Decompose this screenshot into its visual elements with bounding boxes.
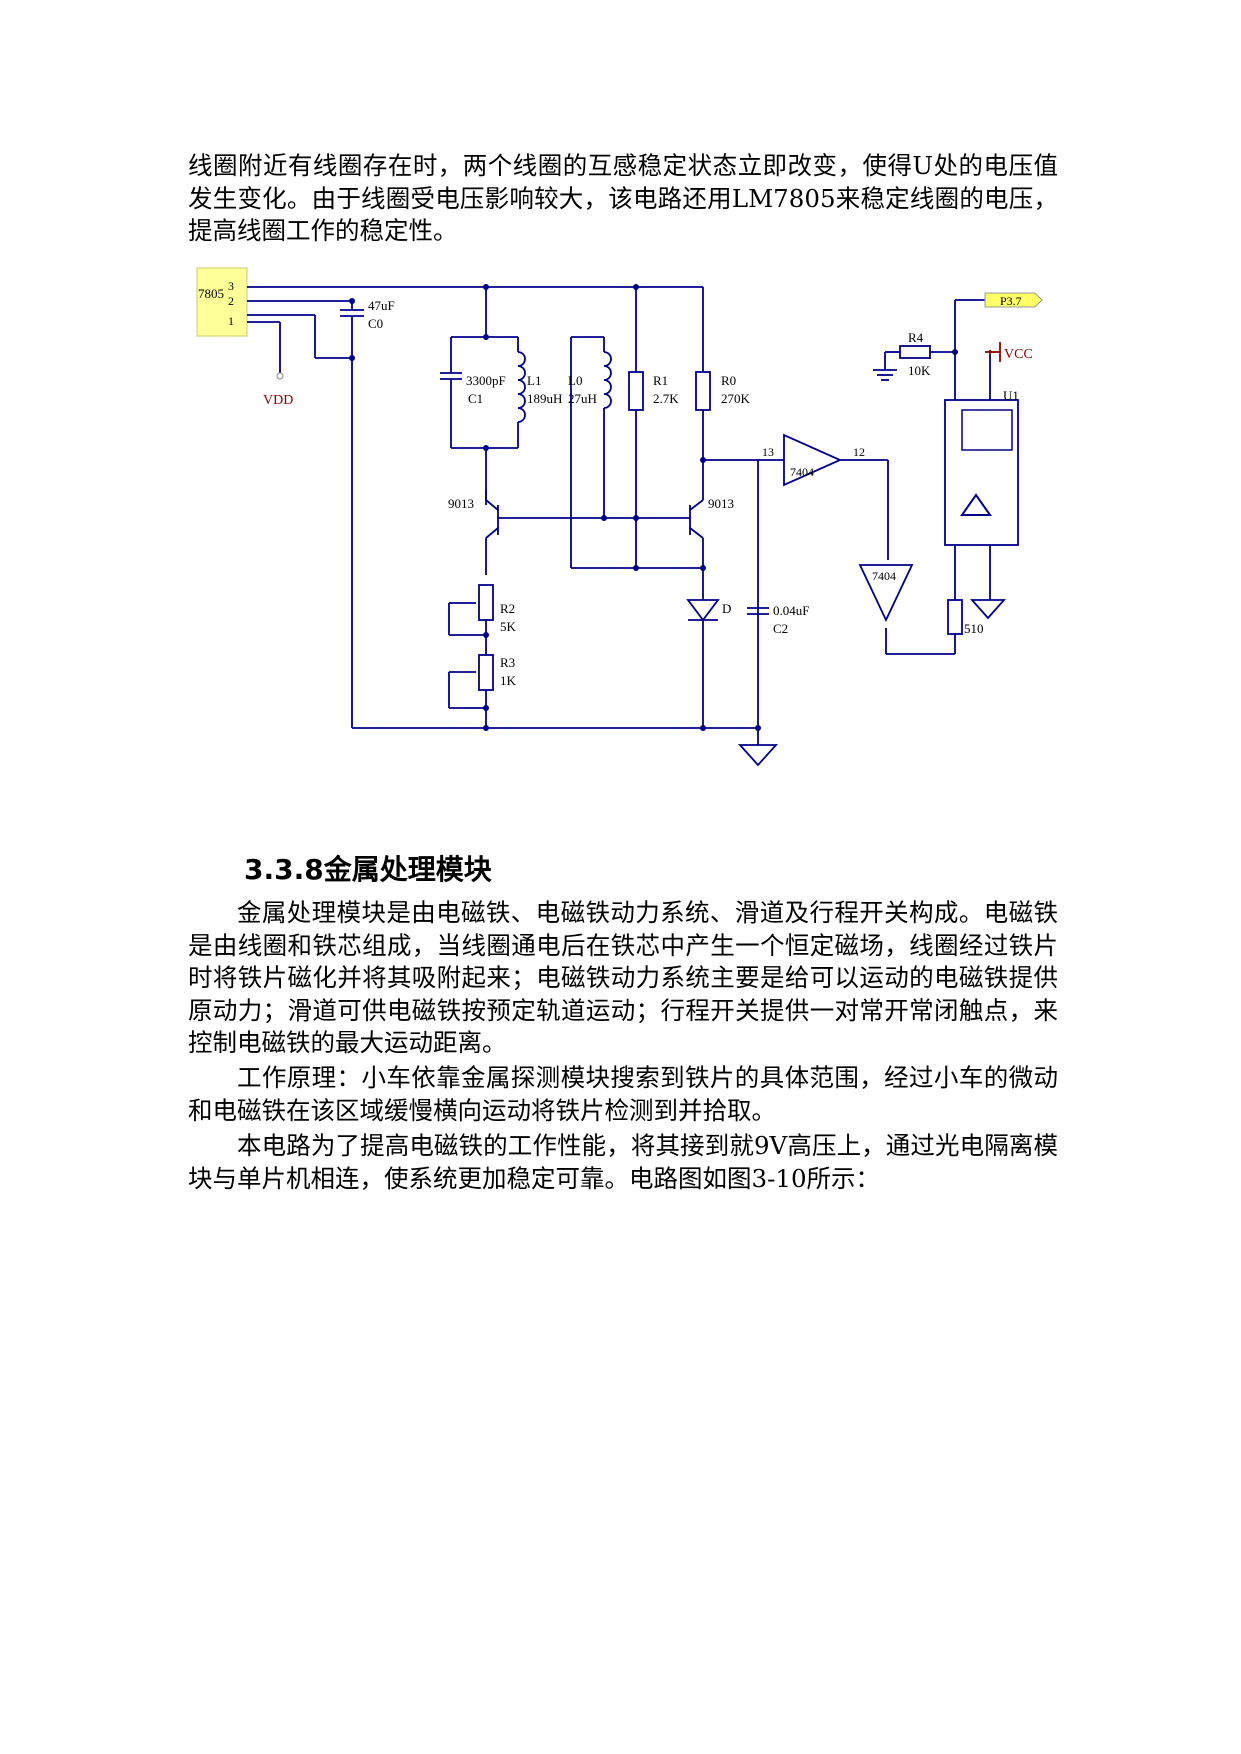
- u1-name: U1: [1003, 388, 1019, 403]
- paragraph-1: 金属处理模块是由电磁铁、电磁铁动力系统、滑道及行程开关构成。电磁铁是由线圈和铁芯…: [188, 898, 1058, 1057]
- q-left-label: 9013: [448, 496, 474, 511]
- c1-name: C1: [468, 391, 483, 406]
- r2-value: 5K: [500, 619, 517, 634]
- l1-value: 189uH: [527, 391, 562, 406]
- section-heading: 3.3.8金属处理模块: [244, 853, 492, 886]
- regulator-7805: [196, 267, 248, 337]
- r3-value: 1K: [500, 673, 517, 688]
- metal-detector-circuit-diagram: 7805 3 2 1: [196, 267, 1043, 767]
- r1-value: 2.7K: [653, 391, 679, 406]
- paragraph-3: 本电路为了提高电磁铁的工作性能，将其接到就9V高压上，通过光电隔离模块与单片机相…: [188, 1131, 1058, 1193]
- c0-value: 47uF: [368, 298, 395, 313]
- q-right-label: 9013: [708, 496, 734, 511]
- p37-port-flag: [984, 292, 1043, 308]
- vcc-label: VCC: [1004, 347, 1033, 362]
- l1-name: L1: [527, 373, 541, 388]
- reg-pin-3: 3: [228, 279, 234, 293]
- c0-name: C0: [368, 316, 383, 331]
- pin13-label: 13: [762, 445, 774, 459]
- r0-value: 270K: [721, 391, 751, 406]
- pin12-label: 12: [853, 445, 865, 459]
- inv1-label: 7404: [790, 465, 814, 479]
- reg-pin-1: 1: [228, 314, 234, 328]
- intro-paragraph: 线圈附近有线圈存在时，两个线圈的互感稳定状态立即改变，使得U处的电压值发生变化。…: [188, 151, 1058, 245]
- paragraph-2: 工作原理：小车依靠金属探测模块搜索到铁片的具体范围，经过小车的微动和电磁铁在该区…: [188, 1063, 1058, 1125]
- r0-name: R0: [721, 373, 736, 388]
- regulator-label: 7805: [198, 286, 224, 301]
- vdd-label: VDD: [263, 393, 293, 408]
- r1-name: R1: [653, 373, 668, 388]
- l0-name: L0: [568, 373, 582, 388]
- r510-label: 510: [964, 621, 984, 636]
- reg-pin-2: 2: [228, 294, 234, 308]
- inv2-label: 7404: [872, 569, 896, 583]
- r4-value: 10K: [908, 363, 931, 378]
- c2-name: C2: [773, 621, 788, 636]
- c1-value: 3300pF: [466, 373, 506, 388]
- r4-name: R4: [908, 330, 924, 345]
- r3-name: R3: [500, 655, 515, 670]
- p37-label: P3.7: [1000, 294, 1022, 308]
- d-name: D: [722, 601, 731, 616]
- c2-value: 0.04uF: [773, 603, 809, 618]
- r2-name: R2: [500, 601, 515, 616]
- l0-value: 27uH: [568, 391, 597, 406]
